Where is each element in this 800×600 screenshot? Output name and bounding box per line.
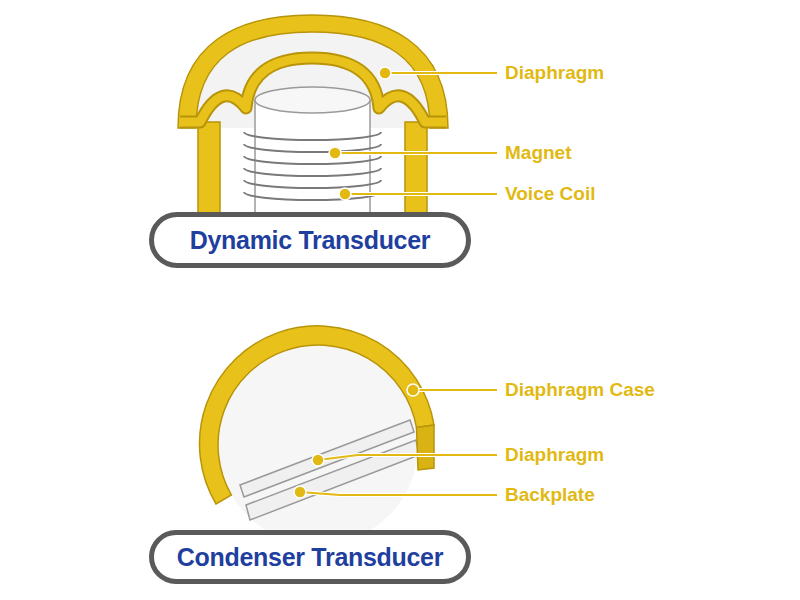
dynamic-transducer-drawing <box>178 15 448 218</box>
leader-lines <box>294 67 497 498</box>
leader-halo <box>385 71 497 75</box>
magnet-top <box>255 87 370 113</box>
leader-dot <box>294 486 306 498</box>
leader-line <box>300 492 497 495</box>
coil-winding <box>244 144 381 152</box>
part-label: Diaphragm Case <box>505 379 655 401</box>
leader-line <box>413 389 497 391</box>
leader-halo <box>345 192 497 196</box>
leader-dot <box>407 384 419 396</box>
part-label: Backplate <box>505 484 595 506</box>
leader-line <box>345 193 497 195</box>
part-label: Diaphragm <box>505 444 604 466</box>
housing-wall-right <box>405 122 427 218</box>
voice-coil <box>244 132 381 200</box>
part-label: Voice Coil <box>505 183 595 205</box>
leader-halo <box>300 492 497 495</box>
part-label: Diaphragm <box>505 62 604 84</box>
leader-line <box>335 152 497 154</box>
case-cut-face <box>417 425 435 470</box>
leader-halo <box>318 455 497 460</box>
diaphragm-case <box>200 326 434 504</box>
case-interior <box>218 345 418 545</box>
leader-halo <box>413 388 497 392</box>
coil-winding <box>244 168 381 176</box>
coil-winding <box>244 132 381 140</box>
leader-dot <box>312 454 324 466</box>
diaphragm-membrane <box>180 58 446 122</box>
leader-dot <box>379 67 391 79</box>
diaphragm-edge <box>180 58 446 122</box>
coil-winding <box>244 180 381 188</box>
caption-text: Dynamic Transducer <box>190 226 431 255</box>
coil-winding <box>244 156 381 164</box>
part-label: Magnet <box>505 142 572 164</box>
leader-line <box>385 72 497 74</box>
caption-box: Dynamic Transducer <box>149 212 471 268</box>
leader-dot <box>339 188 351 200</box>
backplate-plate <box>246 440 419 520</box>
leader-halo <box>335 151 497 155</box>
leader-dot <box>329 147 341 159</box>
caption-text: Condenser Transducer <box>177 543 443 572</box>
housing-wall-left <box>198 122 220 218</box>
condenser-transducer-drawing <box>200 326 434 545</box>
caption-box: Condenser Transducer <box>149 530 471 584</box>
leader-line <box>318 455 497 460</box>
